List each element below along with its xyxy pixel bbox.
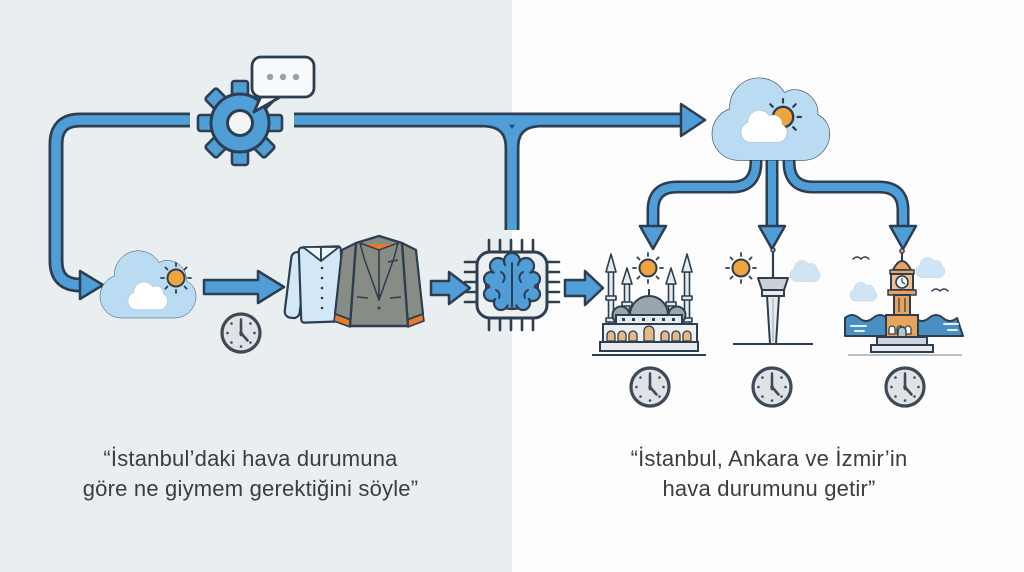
brain-icon (482, 251, 542, 312)
arrow-cloud-to-clothes-icon (202, 269, 286, 305)
arrow-to-ankara-icon (757, 224, 787, 251)
chat-bubble-icon (250, 55, 316, 114)
shirt-icon (283, 245, 345, 324)
istanbul-blue-mosque-icon (592, 252, 706, 356)
weather-cloud-large-icon (711, 77, 831, 161)
clock-icon-ankara (751, 366, 793, 408)
clock-icon-istanbul (629, 366, 671, 408)
izmir-clock-tower-icon (844, 248, 964, 356)
jacket-icon (333, 234, 425, 328)
right-prompt-caption: “İstanbul, Ankara ve İzmir’in hava durum… (610, 444, 928, 504)
arrow-clothes-to-chip-icon (429, 270, 472, 306)
arrow-to-izmir-icon (888, 224, 918, 251)
left-prompt-line2: göre ne giymem gerektiğini söyle” (82, 476, 419, 501)
arrow-chip-to-result-icon (563, 269, 605, 307)
ankara-atakule-tower-icon (725, 247, 821, 345)
right-prompt-line2: hava durumunu getir” (662, 476, 876, 501)
arrow-to-right-cloud-icon (679, 102, 707, 138)
arrow-to-istanbul-icon (638, 224, 668, 251)
weather-cloud-small-icon (99, 250, 197, 319)
clock-icon-left (220, 312, 262, 354)
left-prompt-caption: “İstanbul’daki hava durumuna göre ne giy… (58, 444, 443, 504)
arrow-to-left-cloud-icon (78, 269, 105, 301)
flow-pipes (48, 112, 910, 293)
left-prompt-line1: “İstanbul’daki hava durumuna (103, 446, 398, 471)
step-arrows (202, 269, 605, 307)
arrowheads (78, 102, 918, 301)
clock-icon-izmir (884, 366, 926, 408)
right-prompt-line1: “İstanbul, Ankara ve İzmir’in (630, 446, 908, 471)
chip-brain-icon (463, 238, 561, 332)
